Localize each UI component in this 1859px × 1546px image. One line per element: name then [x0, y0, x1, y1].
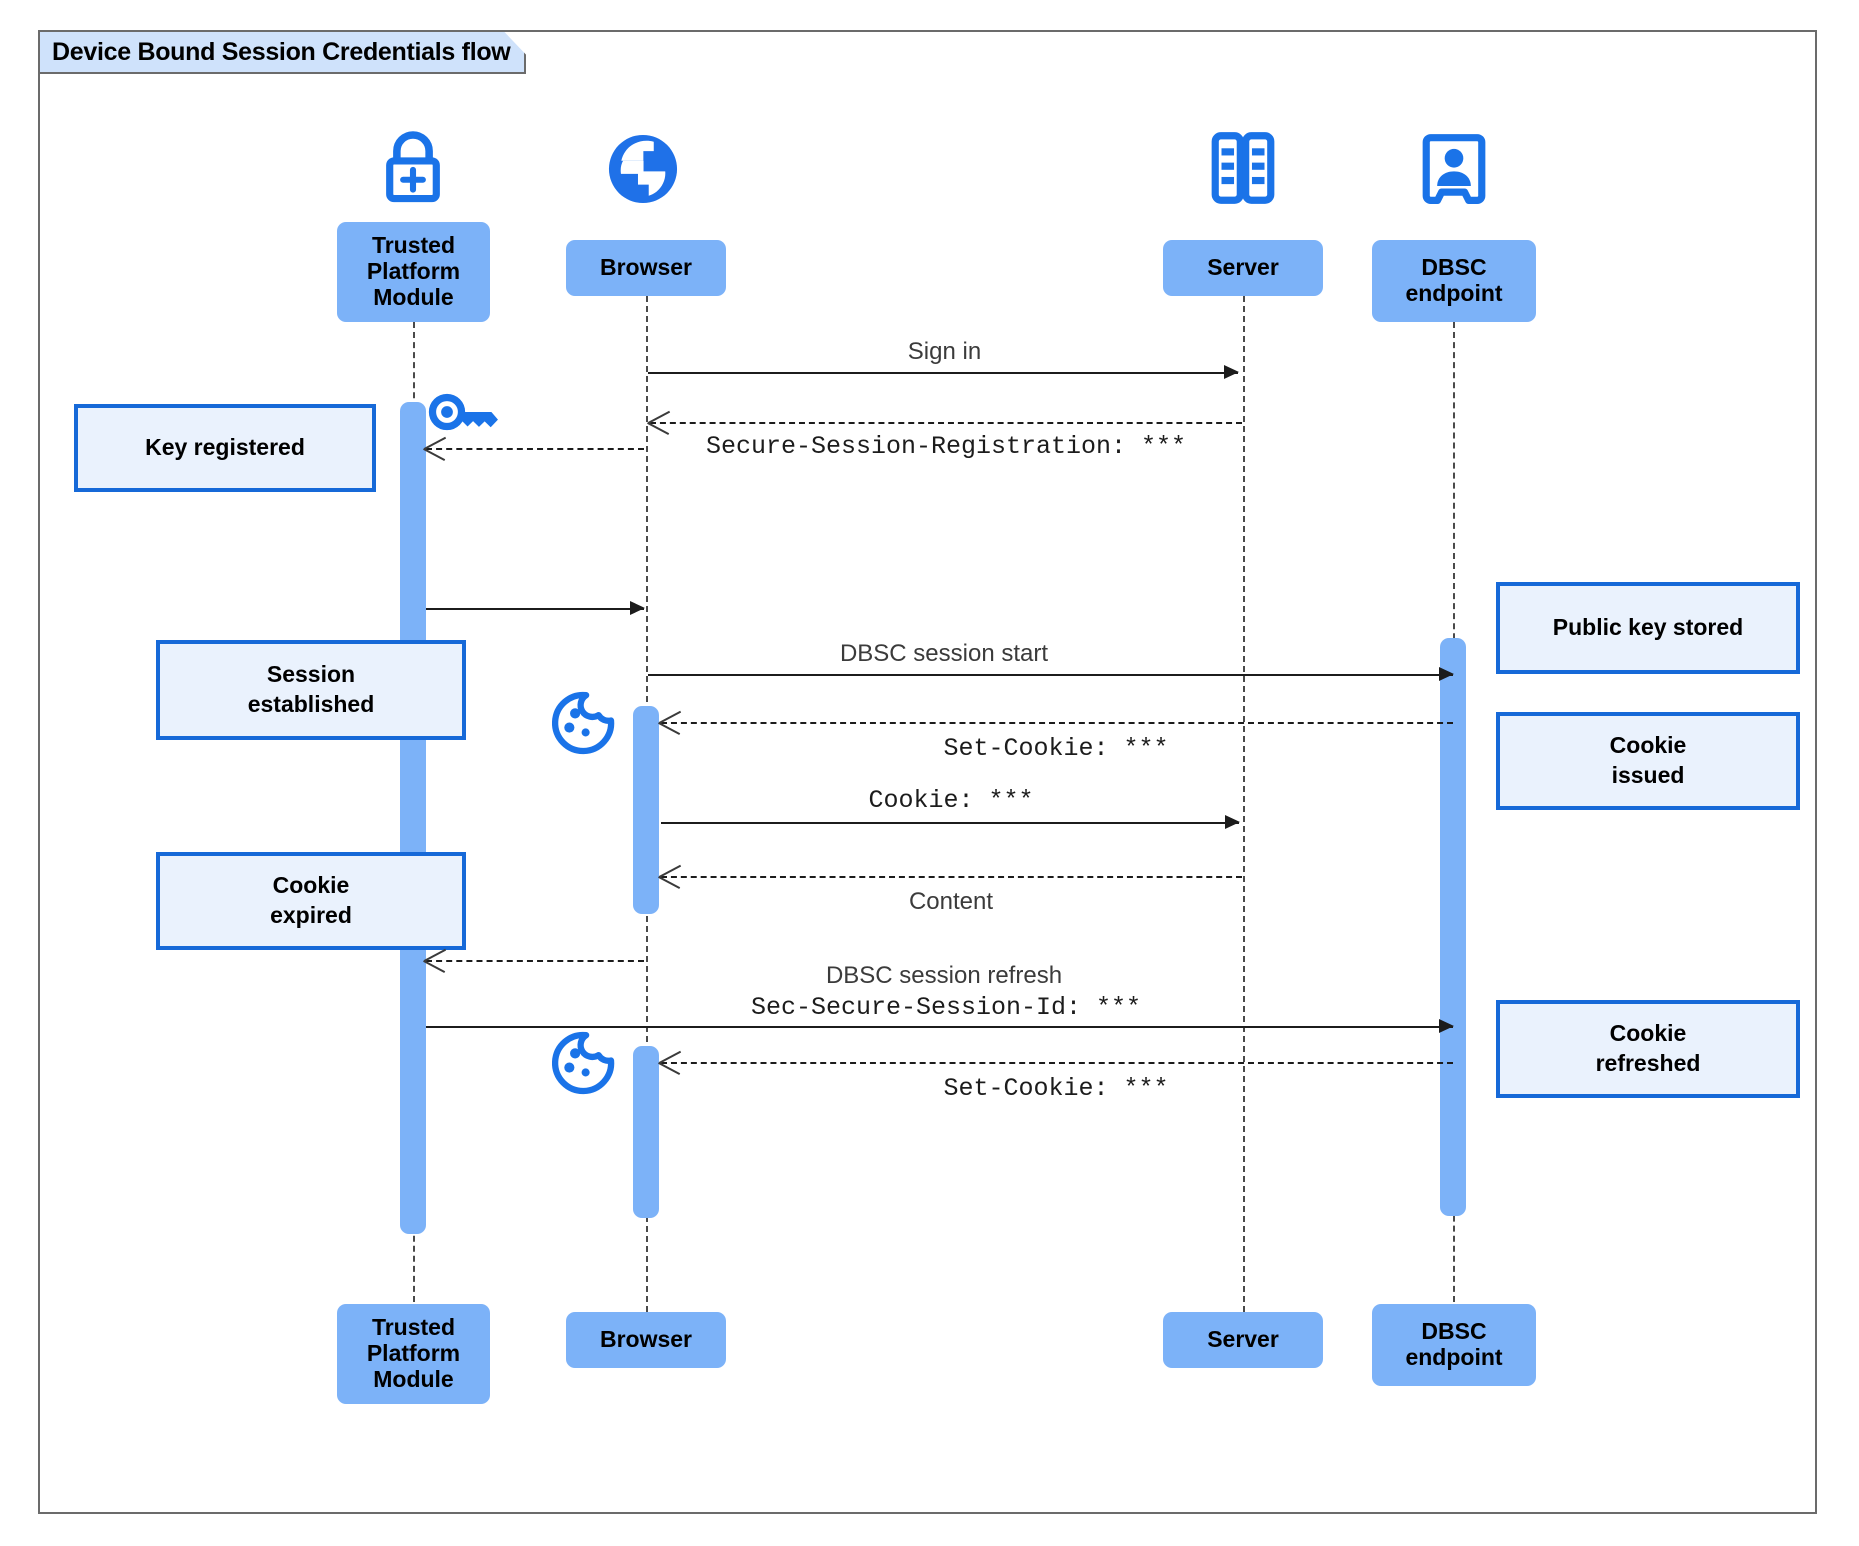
message-label-sign-in: Sign in [907, 338, 982, 365]
note-public-key-stored: Public key stored [1496, 582, 1800, 674]
cookie-icon [548, 688, 618, 758]
message-label-content: Content [908, 888, 994, 915]
note-cookie-issued: Cookie issued [1496, 712, 1800, 810]
participant-dbsc-bottom[interactable]: DBSC endpoint [1372, 1304, 1536, 1386]
participant-tpm-top[interactable]: Trusted Platform Module [337, 222, 490, 322]
participant-browser-bottom[interactable]: Browser [566, 1312, 726, 1368]
activation-bar-dbsc [1440, 638, 1466, 1216]
note-key-registered: Key registered [74, 404, 376, 492]
participant-server-top[interactable]: Server [1163, 240, 1323, 296]
key-icon [428, 386, 504, 438]
lifeline-server [1243, 296, 1245, 1312]
note-session-established: Session established [156, 640, 466, 740]
globe-icon [600, 126, 686, 212]
participant-server-bottom[interactable]: Server [1163, 1312, 1323, 1368]
participant-tpm-bottom[interactable]: Trusted Platform Module [337, 1304, 490, 1404]
activation-bar-browser2 [633, 1046, 659, 1218]
activation-bar-browser1 [633, 706, 659, 914]
message-label-dbsc-session-refresh: DBSC session refresh [825, 962, 1063, 989]
message-label-set-cookie-2: Set-Cookie: *** [943, 1074, 1169, 1103]
note-cookie-refreshed: Cookie refreshed [1496, 1000, 1800, 1098]
id-badge-icon [1414, 126, 1494, 212]
message-label-sec-secure-session-id: Sec-Secure-Session-Id: *** [750, 993, 1142, 1022]
cookie-icon [548, 1028, 618, 1098]
message-label-cookie: Cookie: *** [868, 786, 1034, 815]
message-label-secure-session-registration: Secure-Session-Registration: *** [705, 432, 1187, 461]
page-title: Device Bound Session Credentials flow [52, 37, 511, 66]
activation-bar-tpm [400, 402, 426, 1234]
participant-dbsc-top[interactable]: DBSC endpoint [1372, 240, 1536, 322]
participant-browser-top[interactable]: Browser [566, 240, 726, 296]
message-label-dbsc-session-start: DBSC session start [839, 640, 1049, 667]
note-cookie-expired: Cookie expired [156, 852, 466, 950]
server-rack-icon [1200, 128, 1286, 208]
message-label-set-cookie-1: Set-Cookie: *** [943, 734, 1169, 763]
diagram-title-tab: Device Bound Session Credentials flow [40, 32, 526, 74]
lock-plus-icon [370, 126, 456, 212]
